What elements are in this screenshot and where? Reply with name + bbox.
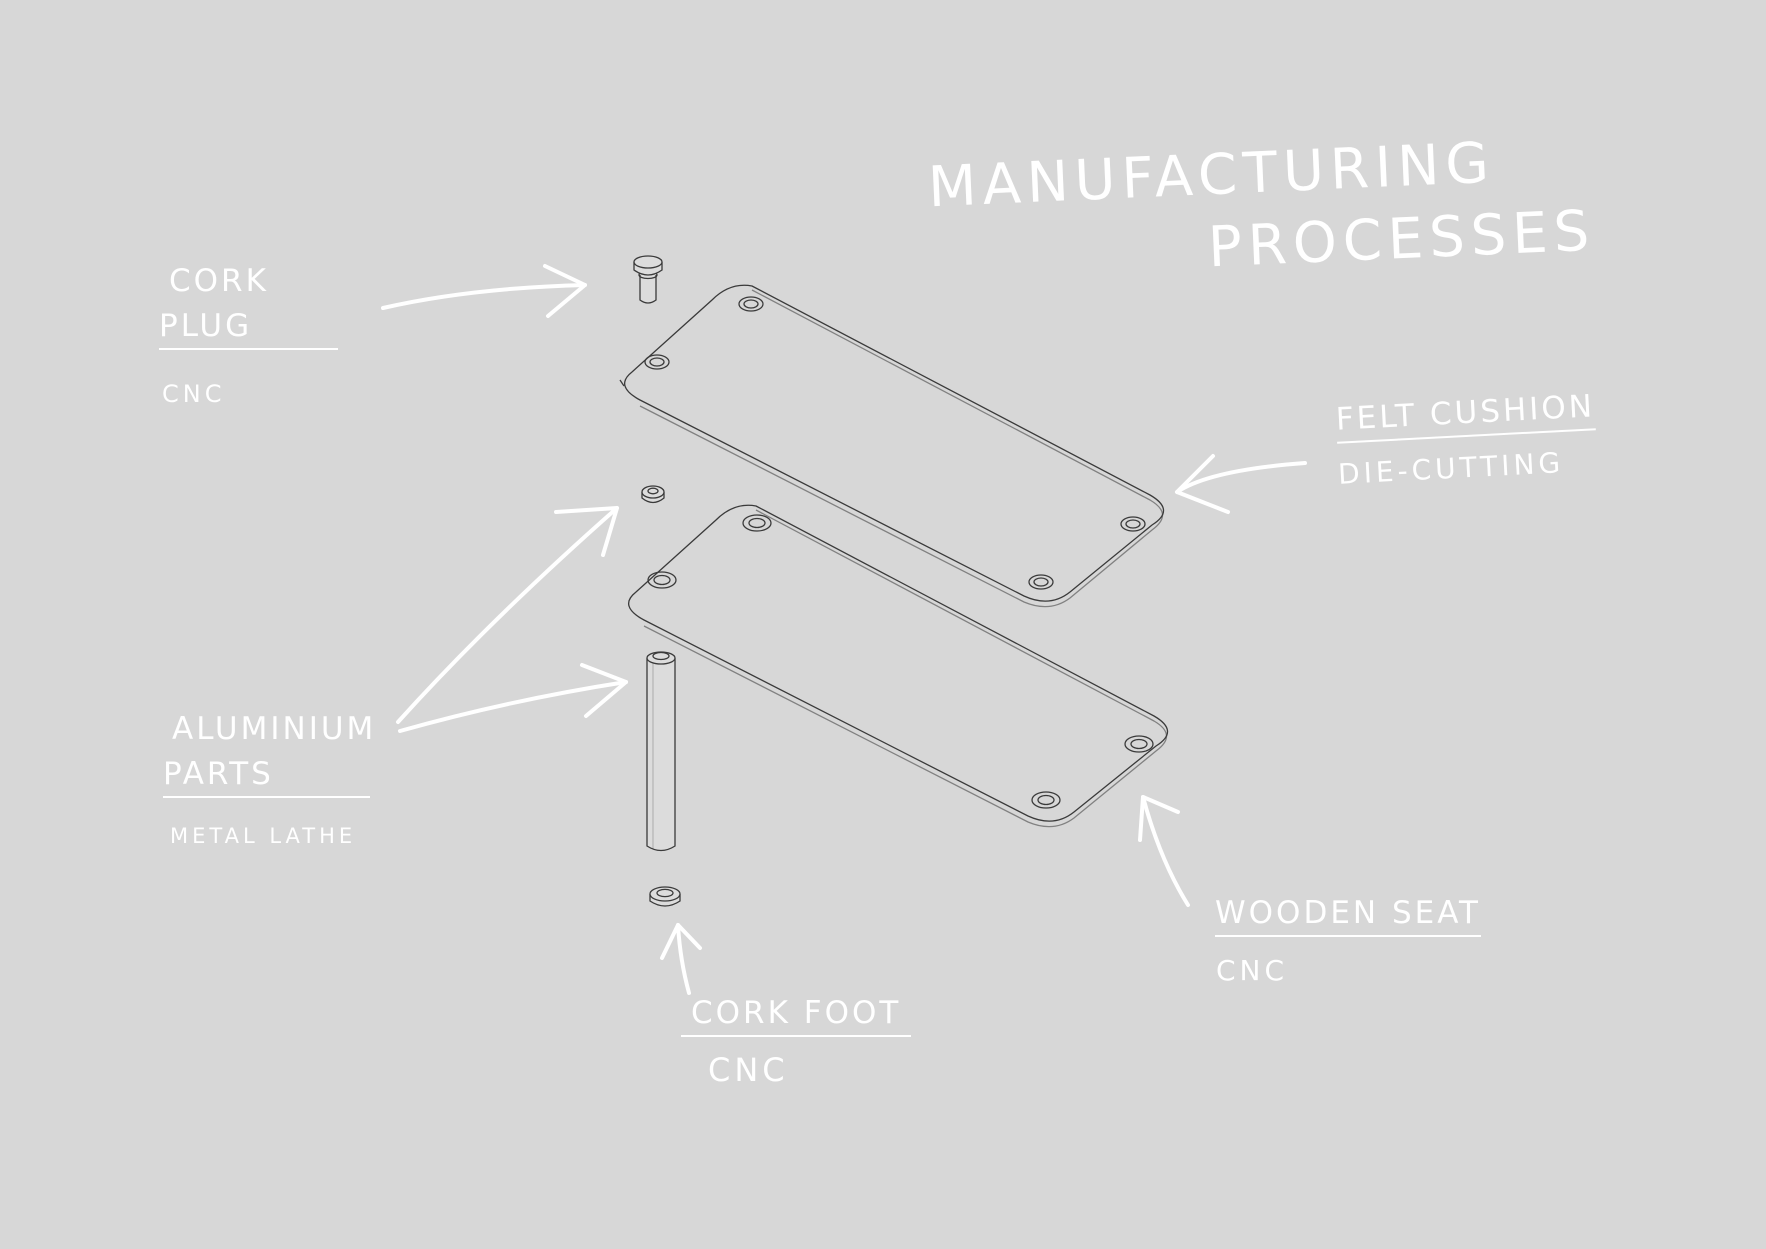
wooden-seat-plate (628, 504, 1169, 828)
diagram-title-line-2: PROCESSES (1206, 198, 1597, 281)
cork-plug-label-line-2: PLUG (159, 311, 339, 350)
cork-plug-process: CNC (162, 380, 226, 408)
aluminium-washer-part (641, 485, 665, 504)
aluminium-parts-process: METAL LATHE (170, 824, 357, 848)
wooden-seat-holes (647, 514, 1154, 809)
cork-plug-arrow (381, 264, 587, 318)
felt-cushion-arrow (1175, 454, 1307, 514)
felt-cushion-holes (644, 296, 1146, 590)
cork-foot-label: CORK FOOT (681, 998, 912, 1037)
aluminium-parts-label-line-2: PARTS (163, 759, 370, 798)
wooden-seat-arrow (1138, 795, 1190, 907)
cork-foot-process: CNC (708, 1051, 789, 1089)
cork-plug-label-line-1: CORK (169, 263, 269, 299)
wooden-seat-process: CNC (1216, 954, 1289, 987)
cork-foot-arrow (660, 923, 702, 995)
wooden-seat-label: WOODEN SEAT (1215, 898, 1481, 937)
aluminium-leg-arrow (398, 663, 628, 733)
aluminium-leg-part (646, 651, 676, 852)
aluminium-parts-label-line-1: ALUMINIUM (172, 711, 377, 747)
cork-foot-part (649, 886, 681, 907)
aluminium-washer-arrow (396, 506, 619, 724)
felt-cushion-plate (619, 284, 1165, 608)
cork-plug-part (633, 255, 663, 304)
